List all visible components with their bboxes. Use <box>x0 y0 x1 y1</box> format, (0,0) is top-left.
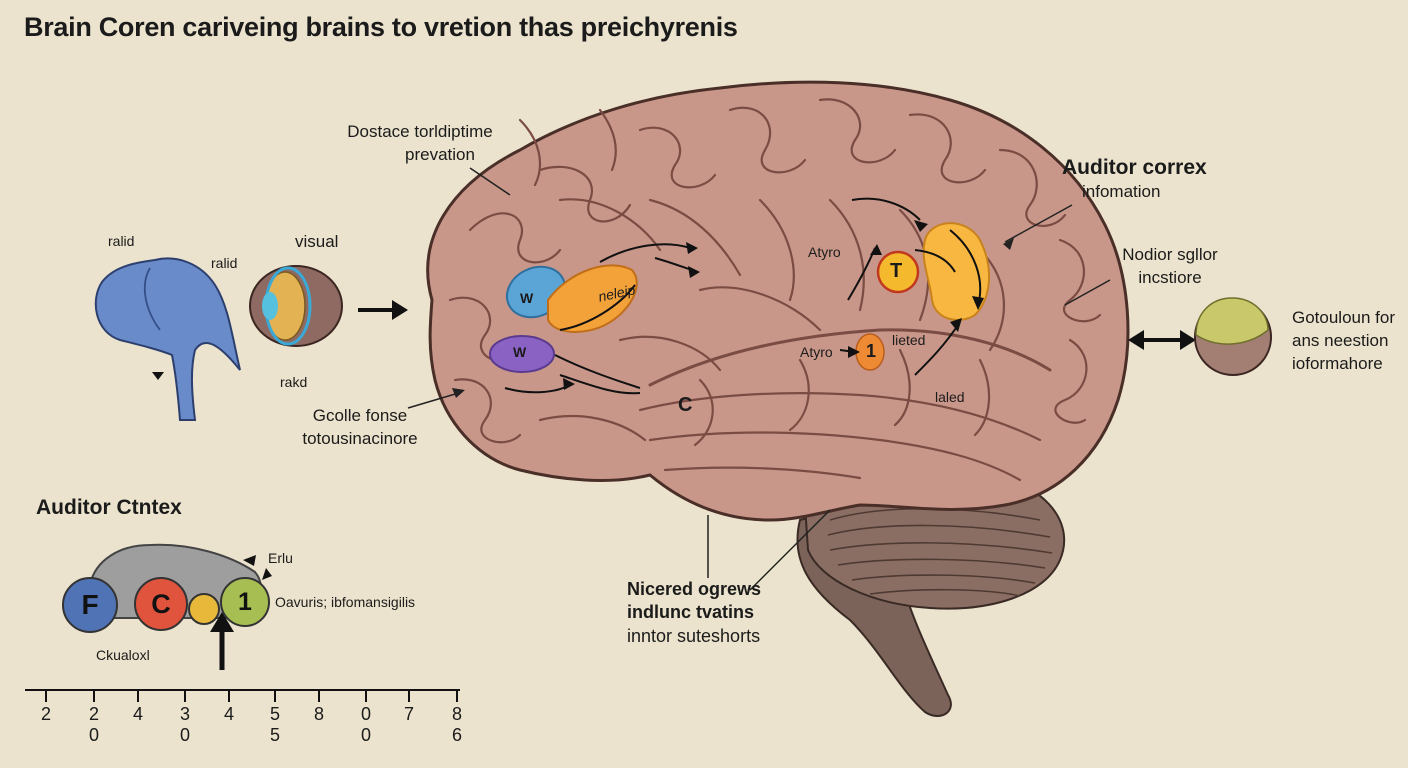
laled-label: laled <box>935 389 965 405</box>
lieted-label: lieted <box>892 332 926 348</box>
rakd-label: rakd <box>280 374 308 390</box>
purple-region <box>489 335 555 373</box>
scale-tick <box>408 690 410 702</box>
purple-region-label: W <box>513 344 527 360</box>
visual-label: visual <box>295 232 339 251</box>
atyro-label-bottom: Atyro <box>800 344 833 360</box>
scale-tick-label: 2 <box>40 704 51 724</box>
scale-tick <box>456 690 458 702</box>
t-marker <box>876 250 920 294</box>
scale-tick <box>318 690 320 702</box>
gcolle-callout: Gcolle fonse totousinacinore <box>302 406 418 448</box>
scale-tick <box>274 690 276 702</box>
atyro-label-top: Atyro <box>808 244 841 260</box>
ralid-label-1: ralid <box>108 233 135 249</box>
visual-organ <box>249 265 343 347</box>
top-callout: Dostace torldiptime prevation <box>347 122 493 164</box>
t-marker-label: T <box>890 260 903 282</box>
scale-tick <box>45 690 47 702</box>
small-down-arrow <box>152 372 164 380</box>
scale-tick-label: 4 <box>223 704 234 724</box>
right-sphere <box>1194 297 1272 376</box>
orange-region-frontal <box>547 264 638 333</box>
scale-tick <box>365 690 367 702</box>
scale-tick-label: 7 <box>403 704 414 724</box>
ckualoxl-label: Ckualoxl <box>96 647 150 663</box>
arrow-heads <box>563 220 984 390</box>
cerebellum-folds <box>827 507 1053 597</box>
circle-c: C <box>134 577 188 631</box>
scale-tick <box>184 690 186 702</box>
ralid-label-2: ralid <box>211 255 238 271</box>
gotouloun-callout: Gotouloun for ans neestion ioformahore <box>1292 308 1396 373</box>
brain-folds <box>448 98 1102 482</box>
scale-tick <box>137 690 139 702</box>
oavuris-label: Oavuris; ibfomansigilis <box>275 594 416 610</box>
auditor-ctntex-heading: Auditor Ctntex <box>36 496 182 519</box>
scale-tick-label: 4 <box>132 704 143 724</box>
scale-tick-label: 8 <box>313 704 324 724</box>
nodior-callout: Nodior sgllor incstiore <box>1122 245 1218 287</box>
erlu-label: Erlu <box>268 550 293 566</box>
circle-f: F <box>62 577 118 633</box>
blue-region-label: W <box>520 290 534 306</box>
small-marker-label: 1 <box>866 341 877 361</box>
leader-lines <box>407 167 1111 591</box>
orange-region-auditory <box>922 222 991 321</box>
circle-1: 1 <box>220 577 270 627</box>
scale-tick <box>228 690 230 702</box>
lobe-c-label: C <box>678 394 693 416</box>
up-arrow <box>210 612 234 632</box>
blue-organ-shape <box>94 257 241 421</box>
circle-blank <box>188 593 220 625</box>
auditor-correx-label: Auditor correx <box>1062 156 1207 179</box>
scale-tick <box>93 690 95 702</box>
external-arrows <box>358 300 1196 350</box>
diagram-title: Brain Coren cariveing brains to vretion … <box>24 12 738 42</box>
infomation-label: infomation <box>1082 182 1161 201</box>
nicered-callout: Nicered ogrews indlunc tvatins inntor su… <box>627 579 762 646</box>
